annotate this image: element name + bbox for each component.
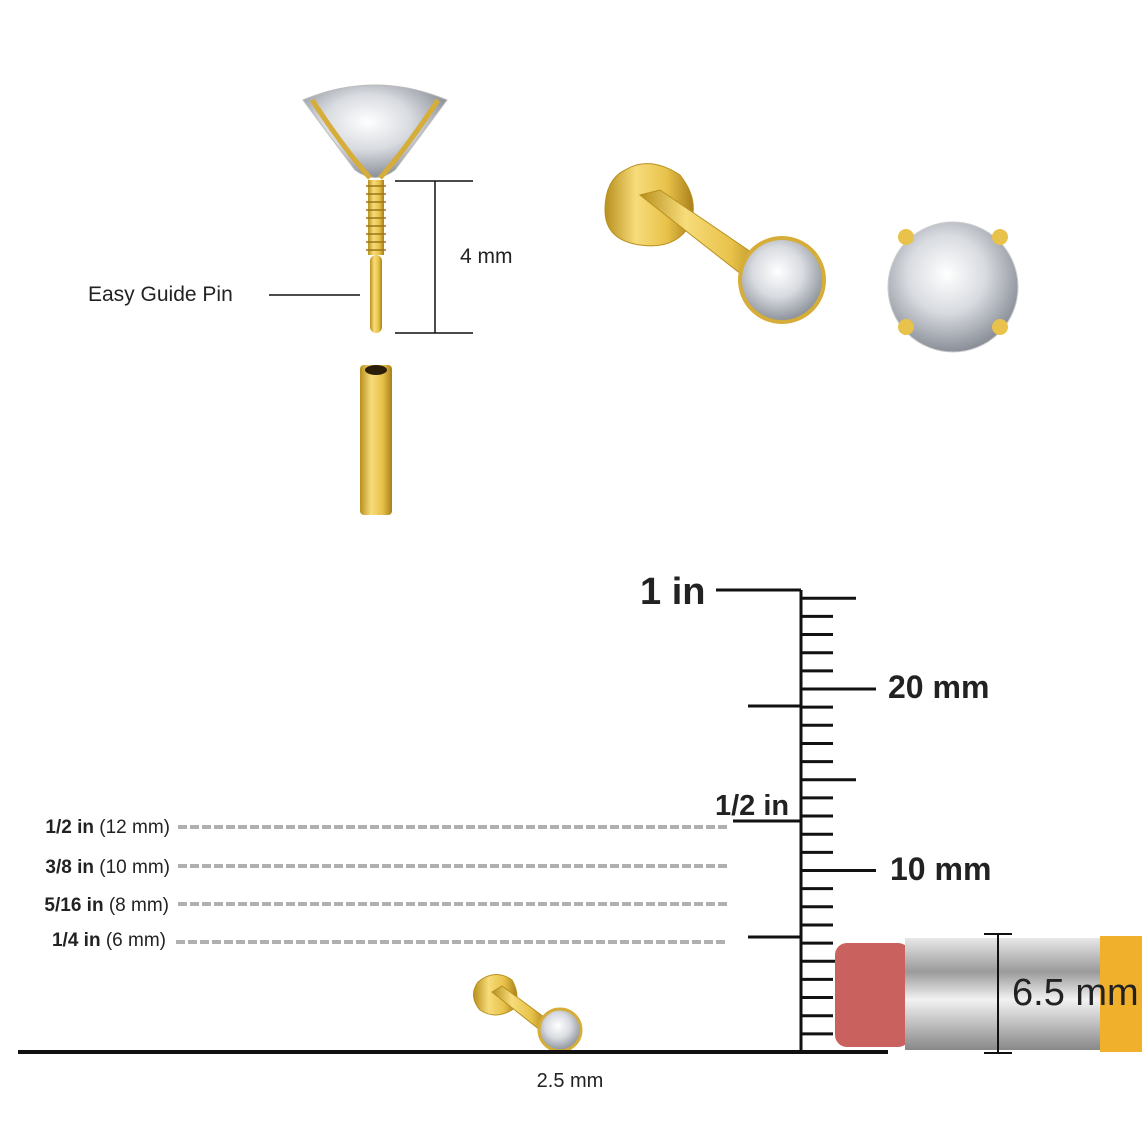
ruler-label-half-in: 1/2 in [715,790,789,822]
pin-length-dimension [269,180,473,334]
guide-pin-label: Easy Guide Pin [88,283,233,306]
size-reference-list: 1/2 in (12 mm) 3/8 in (10 mm) 5/16 in (8… [44,817,728,951]
svg-text:1/2 in (12 mm): 1/2 in (12 mm) [45,817,170,838]
earring-side-view [302,84,448,515]
ruler-label-20mm: 20 mm [888,669,989,705]
ruler [716,588,876,1052]
ruler-label-1in: 1 in [640,571,705,613]
pin-length-label: 4 mm [460,245,513,268]
stone-size-label: 2.5 mm [537,1070,604,1092]
pencil-reference: 6.5 mm [835,933,1142,1054]
size-reference-row: 5/16 in (8 mm) [44,895,728,916]
earring-flatback-view [604,163,826,324]
svg-text:1/4 in (6 mm): 1/4 in (6 mm) [52,930,166,951]
pencil-width-label: 6.5 mm [1012,972,1139,1014]
svg-text:5/16 in (8 mm): 5/16 in (8 mm) [44,895,169,916]
svg-text:3/8 in (10 mm): 3/8 in (10 mm) [45,857,170,878]
size-reference-row: 1/2 in (12 mm) [45,817,728,838]
earring-front-view [887,221,1019,353]
ruler-label-10mm: 10 mm [890,851,991,887]
size-reference-row: 1/4 in (6 mm) [52,930,728,951]
size-reference-row: 3/8 in (10 mm) [45,857,728,878]
earring-actual-size [473,974,583,1053]
